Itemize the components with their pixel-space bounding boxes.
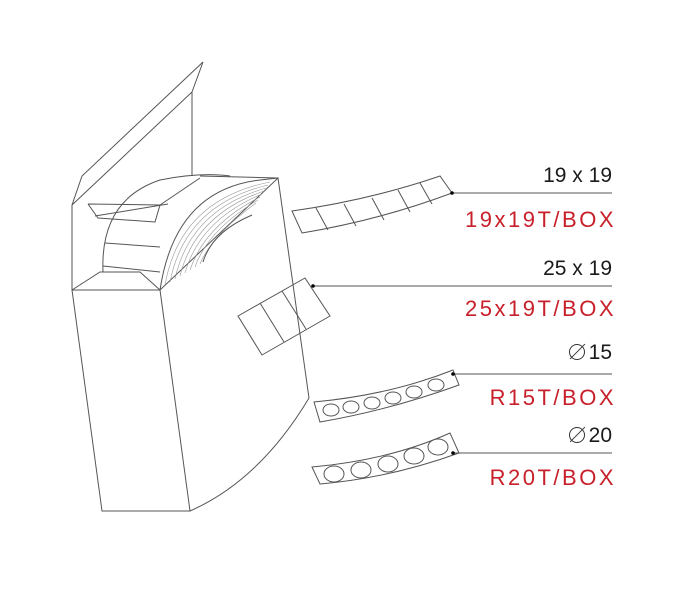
size-label-19x19: 19 x 19 bbox=[543, 164, 612, 187]
label-roll bbox=[87, 174, 279, 291]
size-label-25x19: 25 x 19 bbox=[543, 257, 612, 280]
strip-r15 bbox=[313, 369, 460, 423]
code-label-r15: R15T/BOX bbox=[489, 385, 616, 410]
strip-19x19 bbox=[291, 175, 453, 234]
code-label-25x19: 25x19T/BOX bbox=[465, 296, 616, 321]
size-label-r15: 15 bbox=[568, 341, 612, 365]
size-value-r20: 20 bbox=[588, 424, 612, 447]
box-flap bbox=[71, 61, 204, 206]
diameter-icon bbox=[568, 344, 585, 360]
diameter-icon bbox=[568, 427, 585, 443]
size-label-r20: 20 bbox=[568, 424, 612, 448]
roll-layers bbox=[164, 181, 271, 286]
strip-25x19 bbox=[237, 277, 331, 356]
size-value-r15: 15 bbox=[588, 341, 612, 364]
box-body bbox=[71, 175, 310, 512]
strip-r20 bbox=[311, 432, 460, 485]
code-label-19x19: 19x19T/BOX bbox=[465, 207, 616, 232]
leader-lines bbox=[311, 191, 612, 455]
code-label-r20: R20T/BOX bbox=[489, 465, 616, 490]
